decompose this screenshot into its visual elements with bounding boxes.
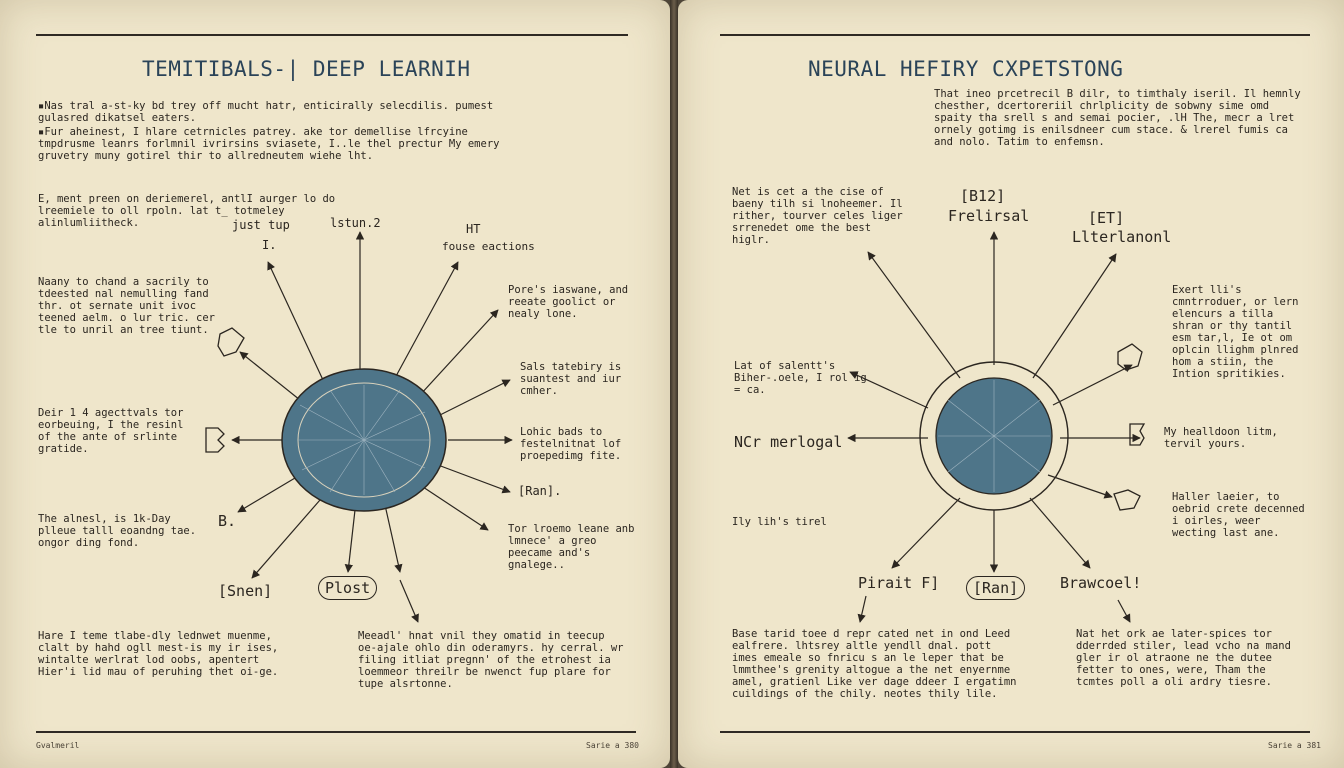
- book-spine: [670, 0, 678, 768]
- note-text: Net is cet a the cise of baeny tilh si l…: [732, 186, 903, 246]
- diagram-label: lstun.2: [330, 216, 381, 230]
- footer-left: Gvalmeril: [36, 741, 80, 750]
- top-rule: [36, 34, 628, 36]
- diagram-label: Pirait F]: [858, 574, 940, 592]
- page-number: Sarie a 380: [586, 741, 639, 750]
- right-page: NEURAL HEFIRY CXPETSTONG That ineo prcet…: [678, 0, 1344, 768]
- diagram-label: HT: [466, 222, 481, 236]
- note-text: Meeadl' hnat vnil they omatid in teecup …: [358, 630, 624, 690]
- intro-bullet: ▪Nas tral a-st-ky bd trey off mucht hatr…: [38, 100, 494, 124]
- diagram-label: [B12]: [960, 187, 1006, 205]
- bottom-rule: [36, 731, 636, 733]
- diagram-label: Llterlanonl: [1072, 228, 1172, 246]
- note-text: Naany to chand a sacrily to tdeested nal…: [38, 276, 216, 336]
- note-text: Exert lli's cmntrroduer, or lern elencur…: [1172, 284, 1299, 380]
- tag-glyph: [1113, 489, 1141, 511]
- note-text: Lohic bads to festelnitnat lof proepedim…: [520, 426, 622, 462]
- radial-diagram-right: [847, 231, 1146, 623]
- diagram-label: Plost: [318, 576, 378, 600]
- diagram-label: Brawcoel!: [1060, 574, 1142, 592]
- note-text: E, ment preen on deriemerel, antlI aurge…: [38, 193, 336, 229]
- diagram-label: NCr merlogal: [734, 433, 843, 451]
- tag-glyph: [205, 427, 225, 453]
- tag-glyph: [1117, 343, 1143, 371]
- page-title: TEMITIBALS-| DEEP LEARNIH: [142, 57, 471, 81]
- note-text: Deir 1 4 agecttvals tor eorbeuing, I the…: [38, 407, 184, 455]
- diagram-label: [Snen]: [218, 582, 273, 600]
- note-text: My healldoon litm, tervil yours.: [1164, 426, 1278, 450]
- diagram-label: [Ran].: [518, 484, 562, 498]
- diagram-label: fouse eactions: [442, 240, 535, 253]
- diagram-label: B.: [218, 512, 237, 530]
- note-text: Ily lih's tirel: [732, 516, 827, 528]
- note-text: The alnesl, is 1k-Day plleue talll eoand…: [38, 513, 197, 549]
- bottom-rule: [720, 731, 1310, 733]
- note-text: Base tarid toee d repr cated net in ond …: [732, 628, 1017, 700]
- diagram-label: just tup: [232, 218, 290, 232]
- note-text: Nat het ork ae later-spices tor dderrded…: [1076, 628, 1291, 688]
- note-text: Hare I teme tlabe-dly lednwet muenme, cl…: [38, 630, 279, 678]
- note-text: Lat of salentt's Biher-.oele, I rol ig =…: [734, 360, 867, 396]
- diagram-label: [ET]: [1088, 209, 1125, 227]
- intro-bullet: ▪Fur aheinest, I hlare cetrnicles patrey…: [38, 126, 500, 162]
- top-rule: [720, 34, 1310, 36]
- intro-text: That ineo prcetrecil B dilr, to timthaly…: [934, 88, 1301, 148]
- note-text: Pore's iaswane, and reeate goolict or ne…: [508, 284, 629, 320]
- note-text: Tor lroemo leane anb lmnece' a greo peec…: [508, 523, 635, 571]
- note-text: Haller laeier, to oebrid crete decenned …: [1172, 491, 1305, 539]
- diagram-label: Frelirsal: [948, 207, 1030, 225]
- note-text: Sals tatebiry is suantest and iur cmher.: [520, 361, 622, 397]
- diagram-label: [Ran]: [966, 576, 1026, 600]
- tag-glyph: [1129, 423, 1146, 446]
- radial-diagram-left: [205, 231, 513, 623]
- page-title: NEURAL HEFIRY CXPETSTONG: [808, 57, 1124, 81]
- tag-glyph: [217, 327, 245, 357]
- page-number: Sarie a 381: [1268, 741, 1321, 750]
- left-page: TEMITIBALS-| DEEP LEARNIH ▪Nas tral a-st…: [0, 0, 670, 768]
- diagram-label: I.: [262, 238, 277, 252]
